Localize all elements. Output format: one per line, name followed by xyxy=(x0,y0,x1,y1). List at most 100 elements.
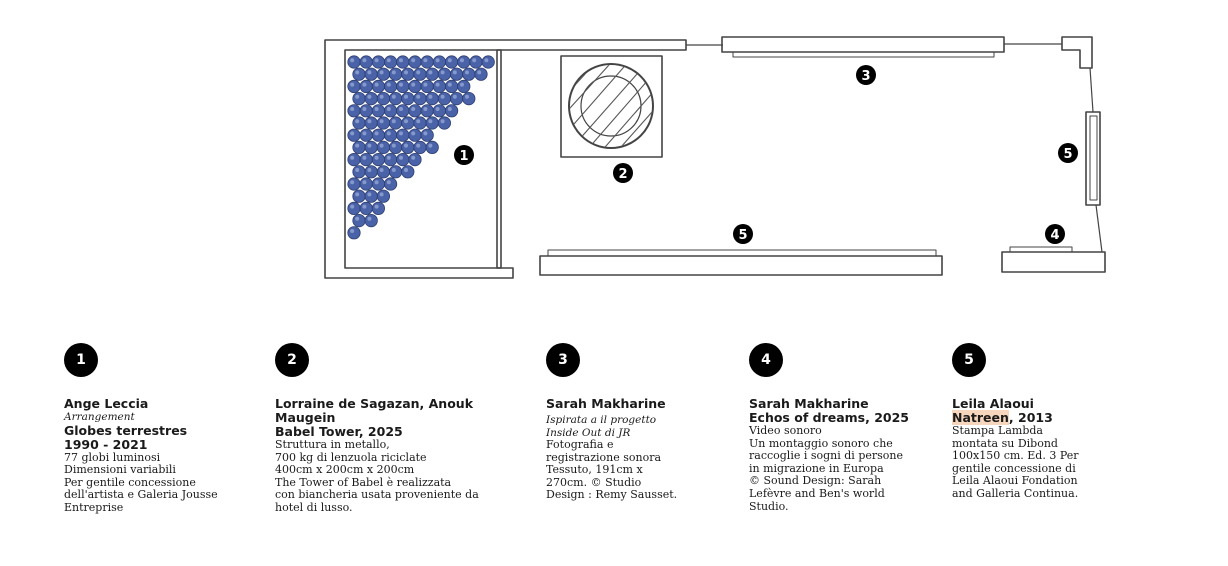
artist-name: Leila Alaoui xyxy=(952,396,1034,411)
globe xyxy=(420,55,434,69)
globe xyxy=(347,153,361,167)
globe xyxy=(425,140,439,154)
globe xyxy=(347,201,361,215)
globe xyxy=(457,55,471,69)
marker-1: 1 xyxy=(454,145,474,165)
globe xyxy=(401,165,415,179)
globe xyxy=(388,67,403,81)
globe xyxy=(383,55,398,69)
globe xyxy=(359,128,373,142)
globe xyxy=(401,92,415,106)
globe xyxy=(444,104,459,118)
globe xyxy=(413,116,427,130)
svg-text:3: 3 xyxy=(861,69,870,84)
globe xyxy=(364,189,378,203)
globe xyxy=(352,189,366,203)
globe xyxy=(352,116,366,130)
artwork-title: Babel Tower, 2025 xyxy=(275,424,403,439)
globe xyxy=(352,67,366,81)
globe xyxy=(425,116,439,130)
number-badge: 1 xyxy=(64,343,98,377)
floor-plan: 1 2 3 5 4 5 xyxy=(324,36,1106,279)
svg-text:5: 5 xyxy=(1063,147,1072,162)
globe xyxy=(408,153,422,167)
globe xyxy=(432,79,446,94)
legend-entry-5: 5 Leila Alaoui Natreen, 2013 Stampa Lamb… xyxy=(952,343,1177,501)
globe xyxy=(347,55,361,69)
description: Video sonoro Un montaggio sonoro che rac… xyxy=(749,424,903,513)
globe xyxy=(408,128,422,142)
artist-name: Lorraine de Sagazan, Anouk Maugein xyxy=(275,396,474,425)
globe xyxy=(388,116,403,130)
globe xyxy=(396,153,410,167)
globe xyxy=(396,79,410,94)
globe xyxy=(376,92,390,106)
globe xyxy=(481,55,495,69)
description: 77 globi luminosi Dimensioni variabili P… xyxy=(64,450,218,514)
globe xyxy=(359,201,373,215)
globe xyxy=(413,92,427,106)
globe xyxy=(469,55,483,69)
globe xyxy=(352,140,366,154)
number-badge: 2 xyxy=(275,343,309,377)
globe xyxy=(449,92,464,106)
globe xyxy=(462,67,476,81)
globe xyxy=(432,55,446,69)
wall-bottom-right xyxy=(1001,251,1106,273)
globe xyxy=(359,177,373,191)
globe xyxy=(359,104,373,118)
globe xyxy=(364,92,378,106)
globe xyxy=(376,67,390,81)
globe xyxy=(364,140,378,154)
description: Stampa Lambda montata su Dibond 100x150 … xyxy=(952,424,1079,500)
globe xyxy=(371,104,385,118)
description: Fotografia e registrazione sonora Tessut… xyxy=(546,438,678,502)
globe xyxy=(401,116,415,130)
globe xyxy=(396,128,410,142)
artist-name: Sarah Makharine xyxy=(749,396,869,411)
globe xyxy=(347,79,361,94)
globe xyxy=(347,177,361,191)
globe xyxy=(396,55,410,69)
globe xyxy=(388,165,403,179)
artist-name: Ange Leccia xyxy=(64,396,149,411)
globe xyxy=(420,128,434,142)
globe xyxy=(437,116,451,130)
globe xyxy=(413,140,427,154)
globe xyxy=(359,153,373,167)
wall-left-room xyxy=(324,39,687,279)
globe xyxy=(383,79,398,94)
globe xyxy=(457,79,471,94)
globe xyxy=(364,165,378,179)
globe xyxy=(388,140,403,154)
globe xyxy=(383,153,398,167)
globe xyxy=(371,201,385,215)
svg-text:5: 5 xyxy=(738,228,747,243)
marker-1-label: 1 xyxy=(459,149,468,164)
artwork-title: Echos of dreams, 2025 xyxy=(749,410,909,425)
globe xyxy=(347,104,361,118)
globe xyxy=(437,67,451,81)
globe xyxy=(376,189,390,203)
globe xyxy=(408,79,422,94)
globe xyxy=(401,67,415,81)
marker-2: 2 xyxy=(613,163,633,183)
svg-text:2: 2 xyxy=(618,167,627,182)
marker-5-right: 5 xyxy=(1058,143,1078,163)
globes-cluster xyxy=(347,55,495,240)
globe xyxy=(408,104,422,118)
globe xyxy=(408,55,422,69)
globe xyxy=(413,67,427,81)
subtitle: Ispirata a il progetto Inside Out di JR xyxy=(546,414,657,439)
globe xyxy=(396,104,410,118)
description: Struttura in metallo, 700 kg di lenzuola… xyxy=(275,438,479,514)
marker-3: 3 xyxy=(856,65,876,85)
globe xyxy=(474,67,488,81)
globe xyxy=(364,67,378,81)
globe xyxy=(352,92,366,106)
globe xyxy=(444,55,459,69)
artwork-title-year: , 2013 xyxy=(1008,410,1053,425)
globe xyxy=(449,67,464,81)
globe xyxy=(371,55,385,69)
globe xyxy=(364,116,378,130)
